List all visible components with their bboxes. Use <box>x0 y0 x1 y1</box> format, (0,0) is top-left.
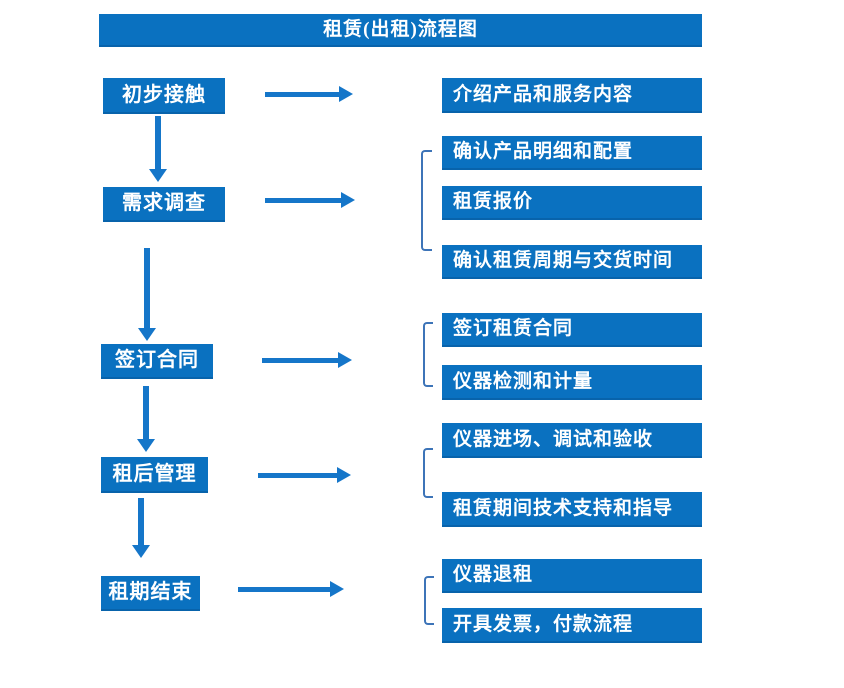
output-label: 仪器进场、调试和验收 <box>453 429 654 450</box>
down-arrow-head-icon <box>149 169 167 182</box>
step-label: 租后管理 <box>112 463 197 485</box>
down-arrow <box>137 386 155 452</box>
right-arrow-head-icon <box>338 352 352 368</box>
right-arrow-head-icon <box>339 86 353 102</box>
output-label: 确认租赁周期与交货时间 <box>453 250 674 271</box>
flowchart-title-bar: 租赁(出租)流程图 <box>99 14 702 47</box>
right-arrow <box>238 581 344 597</box>
group-bracket <box>421 150 432 251</box>
down-arrow-head-icon <box>138 328 156 341</box>
output-box: 开具发票，付款流程 <box>442 608 702 643</box>
step-box-initial-contact: 初步接触 <box>103 78 225 114</box>
output-box: 确认产品明细和配置 <box>442 136 702 170</box>
step-label: 需求调查 <box>122 192 206 214</box>
right-arrow-shaft <box>258 472 337 478</box>
right-arrow <box>258 467 351 483</box>
right-arrow-shaft <box>265 197 341 203</box>
step-box-post-rental-management: 租后管理 <box>101 457 208 493</box>
step-label: 租期结束 <box>108 581 193 603</box>
right-arrow <box>265 192 355 208</box>
group-bracket <box>423 448 433 498</box>
right-arrow-head-icon <box>341 192 355 208</box>
step-box-rental-end: 租期结束 <box>101 576 200 611</box>
group-bracket <box>424 576 434 625</box>
right-arrow-shaft <box>262 357 338 363</box>
down-arrow <box>132 498 150 558</box>
output-box: 仪器退租 <box>442 559 702 593</box>
step-box-sign-contract: 签订合同 <box>101 344 213 379</box>
output-label: 确认产品明细和配置 <box>453 141 634 162</box>
down-arrow <box>138 248 156 341</box>
down-arrow-shaft <box>144 248 150 328</box>
down-arrow-head-icon <box>137 439 155 452</box>
right-arrow-shaft <box>265 91 339 97</box>
output-label: 开具发票，付款流程 <box>453 614 634 635</box>
down-arrow-shaft <box>138 498 144 545</box>
right-arrow <box>262 352 352 368</box>
flowchart-title: 租赁(出租)流程图 <box>323 19 478 40</box>
down-arrow <box>149 116 167 182</box>
output-label: 租赁期间技术支持和指导 <box>453 498 674 519</box>
right-arrow-shaft <box>238 586 330 592</box>
output-label: 租赁报价 <box>453 191 534 212</box>
output-label: 仪器检测和计量 <box>453 371 594 392</box>
down-arrow-shaft <box>143 386 149 439</box>
output-box: 仪器进场、调试和验收 <box>442 423 702 458</box>
output-box: 确认租赁周期与交货时间 <box>442 245 702 279</box>
step-label: 初步接触 <box>122 84 206 106</box>
output-label: 仪器退租 <box>453 564 534 585</box>
group-bracket <box>423 322 433 387</box>
output-box: 租赁报价 <box>442 186 702 220</box>
output-box: 签订租赁合同 <box>442 313 702 347</box>
down-arrow-head-icon <box>132 545 150 558</box>
output-box: 仪器检测和计量 <box>442 365 702 400</box>
right-arrow-head-icon <box>330 581 344 597</box>
step-box-demand-survey: 需求调查 <box>103 187 225 222</box>
output-box: 介绍产品和服务内容 <box>442 78 702 113</box>
right-arrow-head-icon <box>337 467 351 483</box>
down-arrow-shaft <box>155 116 161 169</box>
output-box: 租赁期间技术支持和指导 <box>442 492 702 527</box>
output-label: 介绍产品和服务内容 <box>453 84 634 105</box>
right-arrow <box>265 86 353 102</box>
step-label: 签订合同 <box>115 349 199 371</box>
output-label: 签订租赁合同 <box>453 318 574 339</box>
